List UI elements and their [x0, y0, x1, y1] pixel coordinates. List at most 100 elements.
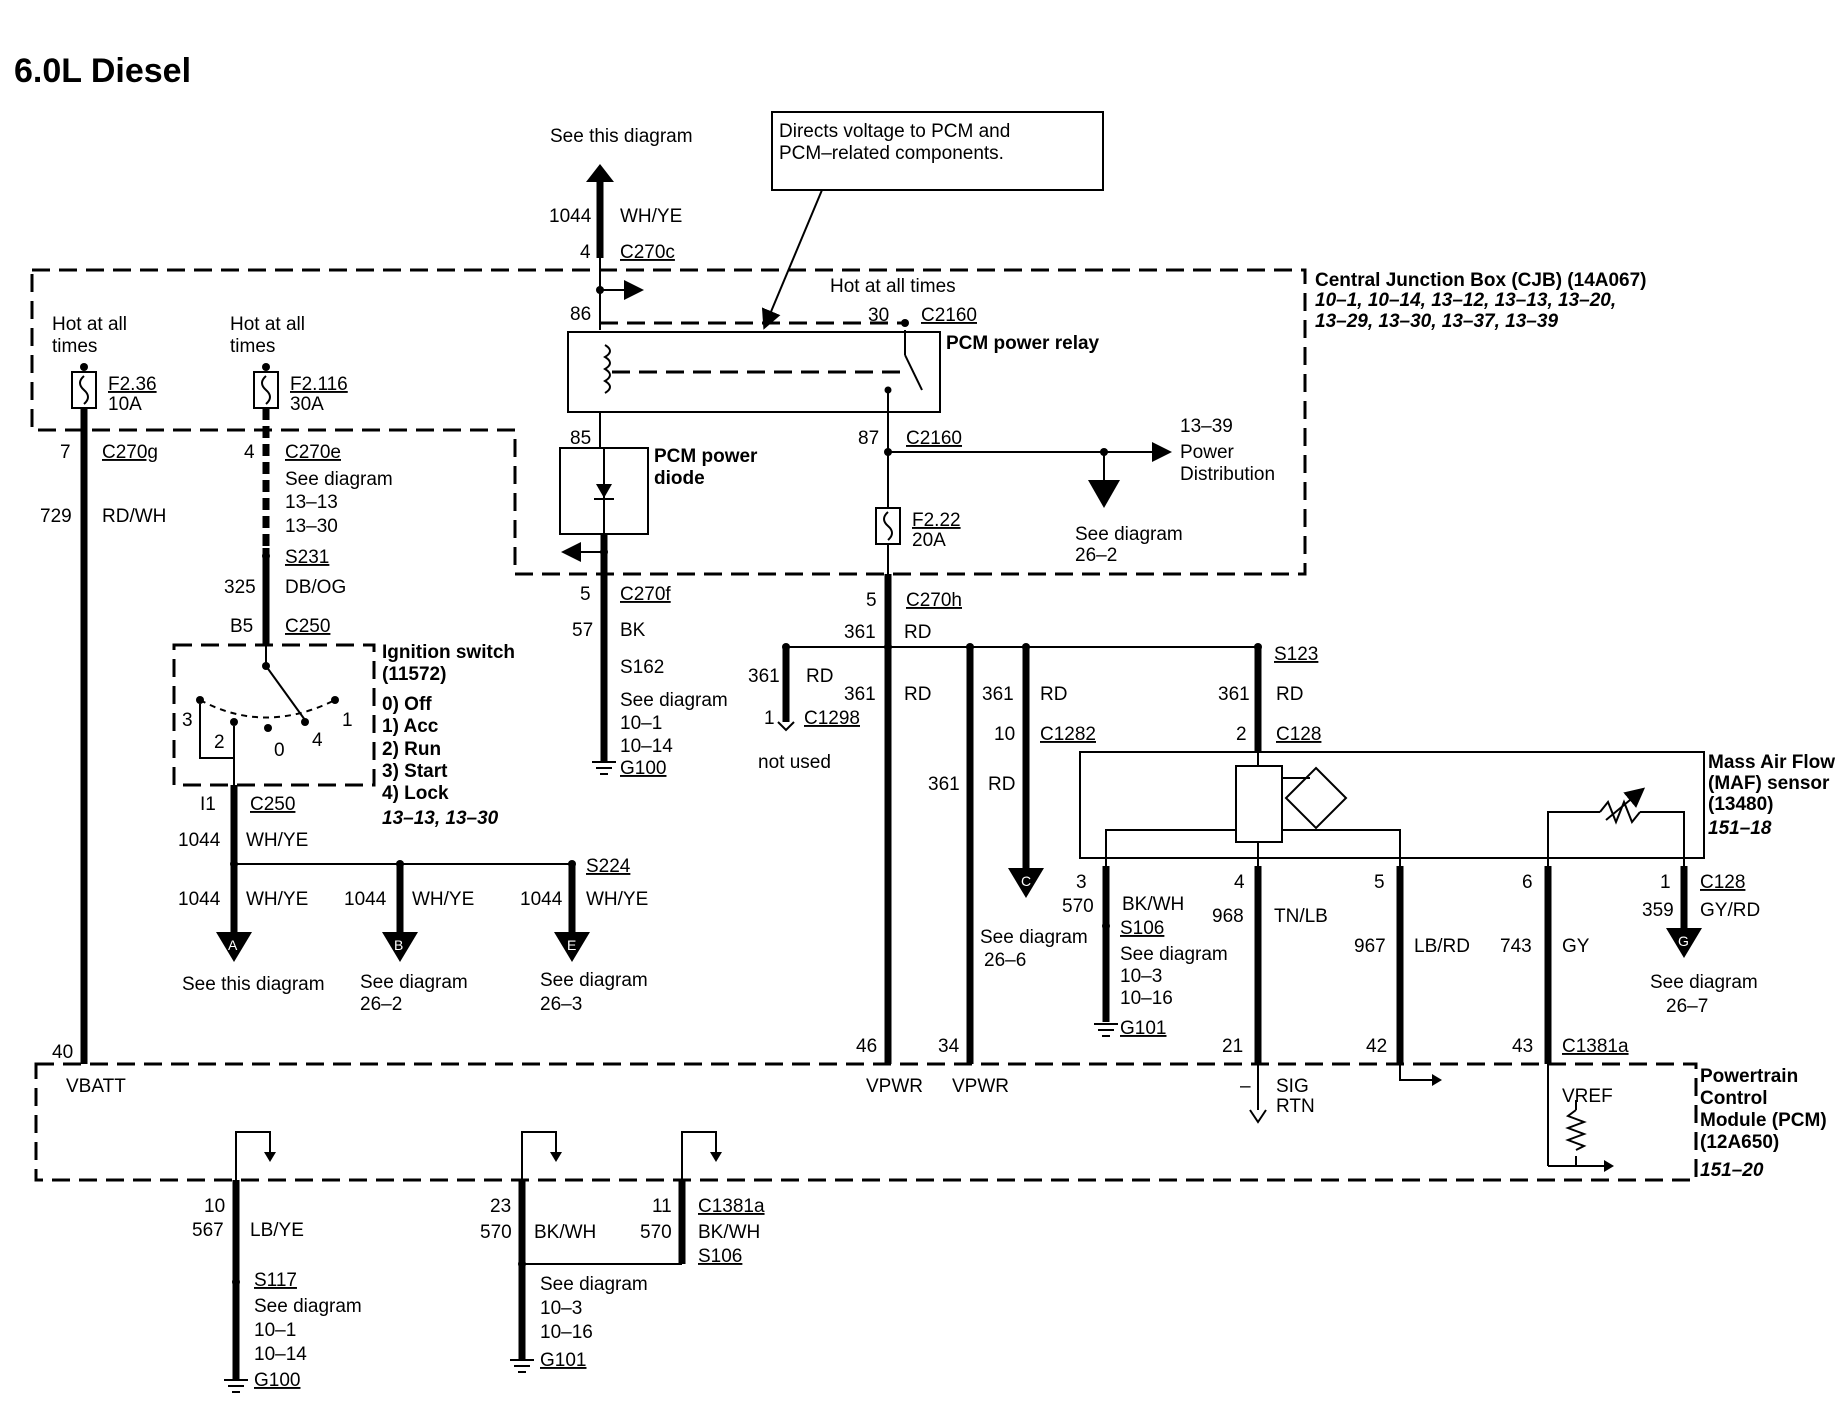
g1-color: LB/YE [250, 1220, 304, 1241]
cjb-outline [30, 268, 1307, 576]
pcm-minus: – [1240, 1076, 1251, 1097]
p3-see-2: 10–16 [1120, 988, 1173, 1009]
p5-circuit: 967 [1354, 936, 1386, 957]
p1-circuit: 359 [1642, 900, 1674, 921]
maf-bridge-icon [1282, 766, 1348, 830]
ign-n1: 1 [342, 710, 353, 731]
p6-pcm-pin: 43 [1512, 1036, 1533, 1057]
ground-g100-bottom-icon [224, 1379, 248, 1393]
splice-dot-87 [884, 448, 892, 456]
vref-links [1548, 1100, 1604, 1167]
ign-contact-2 [230, 718, 238, 726]
pd-line1: Power [1180, 442, 1235, 463]
s123-circuit: 361 [1218, 684, 1250, 705]
hot2-line1: Hot at all [230, 314, 305, 335]
left2-circuit: 325 [224, 577, 256, 598]
pin42-internal [1399, 1064, 1432, 1081]
pin30-dot [901, 319, 909, 327]
vpwr1-label: VPWR [866, 1076, 923, 1097]
ign-contact-4 [301, 718, 309, 726]
ign-contact-0 [264, 724, 272, 732]
ground-g100-top-icon [592, 761, 616, 775]
p4-color: TN/LB [1274, 906, 1328, 927]
c1282-ref-2: 26–6 [984, 950, 1026, 971]
splice-dot-top [596, 286, 604, 294]
g1-circuit: 567 [192, 1220, 224, 1241]
ign-start-link [199, 704, 235, 759]
s123-conn: C128 [1276, 724, 1321, 745]
maf-p3-link [1105, 829, 1236, 866]
arrow-e-letter: E [567, 937, 576, 953]
vref-resistor-icon [1565, 1109, 1587, 1151]
fuse2-top-dot [262, 363, 270, 371]
p3-ground: G101 [1120, 1018, 1166, 1039]
diode-out-see-2: 10–14 [620, 736, 673, 757]
top-pin: 4 [580, 242, 591, 263]
maf-p5-link [1282, 829, 1401, 866]
ign-contact-3 [196, 696, 204, 704]
connector-b-icon [382, 932, 418, 962]
vref-label: VREF [1562, 1086, 1613, 1107]
c1282-conn: C1282 [1040, 724, 1096, 745]
relay-switch-icon [904, 354, 923, 391]
left2-pin-b5: B5 [230, 616, 253, 637]
g1-splice: S117 [254, 1270, 297, 1291]
left2-splice: S231 [285, 547, 329, 568]
arrow-b-letter: B [394, 937, 403, 953]
vpwr2-circuit-2: 361 [928, 774, 960, 795]
pcm-title-3: Module (PCM) [1700, 1110, 1827, 1131]
ign-out-color: WH/YE [246, 830, 308, 851]
ign-title: Ignition switch [382, 642, 515, 663]
vpwr1-color: RD [904, 684, 931, 705]
maf-sensor-box [1079, 751, 1705, 859]
s123-color: RD [1276, 684, 1303, 705]
relay-out-color: RD [904, 622, 931, 643]
p4-circuit: 968 [1212, 906, 1244, 927]
relay-coil-icon [603, 344, 611, 394]
g1-see: See diagram [254, 1296, 362, 1317]
ign-pos-1: 1) Acc [382, 716, 439, 737]
ign-contact-1 [331, 696, 339, 704]
g3-splice: S106 [698, 1246, 742, 1267]
callout-line-1: Directs voltage to PCM and [779, 121, 1010, 142]
left2-conn-b5: C250 [285, 616, 330, 637]
p6-color: GY [1562, 936, 1590, 957]
p6-pcm-conn: C1381a [1562, 1036, 1629, 1057]
p1-letter: G [1678, 933, 1689, 949]
arrow-e-ref-2: 26–3 [540, 994, 582, 1015]
arrow-b-ref-1: See diagram [360, 972, 468, 993]
arrow-a-circuit: 1044 [178, 889, 221, 910]
maf-thermistor-icon [1599, 799, 1641, 825]
vpwr2-circuit: 361 [982, 684, 1014, 705]
diode-out-see-1: 10–1 [620, 713, 662, 734]
dot-vpwr1 [884, 643, 892, 651]
relay-out-conn: C270h [906, 590, 962, 611]
top-ref: See this diagram [550, 126, 693, 147]
splice-ign-dot [230, 860, 238, 868]
pcm-gnd2-icon [550, 1152, 562, 1162]
rtn-label: RTN [1276, 1096, 1315, 1117]
pcm-gnd1-internal [235, 1131, 271, 1180]
relay-out-circuit: 361 [844, 622, 876, 643]
p5-color: LB/RD [1414, 936, 1470, 957]
p5-pcm-pin: 42 [1366, 1036, 1387, 1057]
s123-pin: 2 [1236, 724, 1247, 745]
relay-label: PCM power relay [946, 333, 1100, 354]
pcm-power-relay [567, 331, 941, 413]
pd-line2: Distribution [1180, 464, 1275, 485]
arrow-b-circuit: 1044 [344, 889, 387, 910]
c1298-circuit: 361 [748, 666, 780, 687]
ground-g101-maf-icon [1094, 1023, 1118, 1037]
g2-see-2: 10–16 [540, 1322, 593, 1343]
pin85: 85 [570, 428, 591, 449]
left1-circuit: 729 [40, 506, 72, 527]
fuse1-rating: 10A [108, 394, 142, 415]
left2-color: DB/OG [285, 577, 346, 598]
arrow-a-color: WH/YE [246, 889, 308, 910]
fuse1-element [79, 375, 89, 405]
vref-ground-icon [1604, 1160, 1614, 1172]
c1298-end-icon [777, 721, 795, 732]
hot1-line1: Hot at all [52, 314, 127, 335]
p3-color: BK/WH [1122, 894, 1184, 915]
g1-ground: G100 [254, 1370, 300, 1391]
